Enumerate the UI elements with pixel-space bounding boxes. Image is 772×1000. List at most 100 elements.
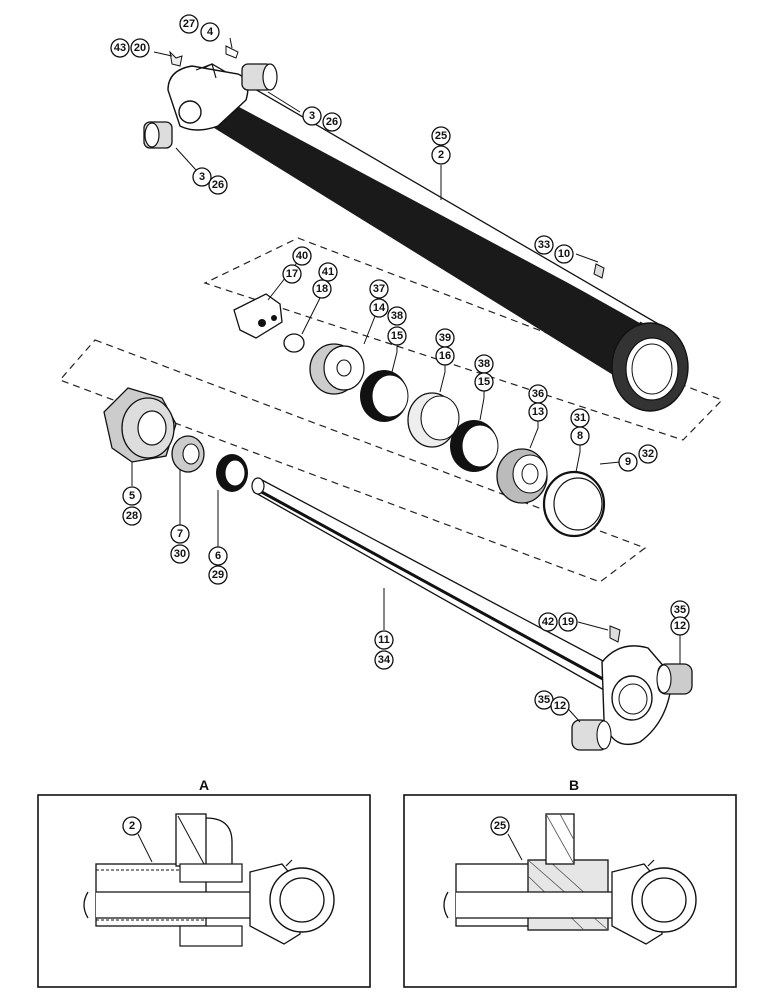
callout-42: 42 (538, 612, 558, 632)
svg-text:38: 38 (391, 310, 403, 322)
callout-40: 40 (292, 246, 312, 266)
svg-text:12: 12 (554, 700, 566, 712)
grease-fitting-20 (169, 50, 183, 67)
piston-rod-11 (251, 477, 673, 746)
callout-38-second: 38 (474, 354, 494, 374)
svg-text:28: 28 (126, 510, 138, 522)
svg-text:25: 25 (494, 820, 506, 832)
svg-text:43: 43 (114, 42, 126, 54)
callout-3-lower: 3 (192, 167, 212, 187)
svg-text:26: 26 (212, 179, 224, 191)
rod-seal-6 (216, 454, 248, 492)
svg-text:25: 25 (435, 130, 447, 142)
svg-text:37: 37 (373, 283, 385, 295)
wiper-7 (171, 435, 205, 473)
panel-a-callout: 2 (122, 816, 142, 836)
svg-text:10: 10 (558, 248, 570, 260)
svg-text:2: 2 (438, 149, 444, 161)
callout-34: 34 (374, 650, 394, 670)
callout-3-upper: 3 (302, 106, 322, 126)
callout-17: 17 (282, 264, 302, 284)
callout-28: 28 (122, 506, 142, 526)
svg-text:33: 33 (538, 239, 550, 251)
callout-25: 25 (431, 126, 451, 146)
svg-text:40: 40 (296, 250, 308, 262)
cylinder-barrel (167, 63, 689, 412)
svg-text:31: 31 (574, 412, 586, 424)
grease-fitting-10 (593, 263, 605, 279)
callout-2: 2 (431, 145, 451, 165)
svg-text:41: 41 (322, 266, 334, 278)
callout-36: 36 (528, 384, 548, 404)
seal-ring-15-second (450, 420, 499, 472)
washer-18 (283, 333, 305, 353)
seal-ring-15-first (360, 370, 409, 422)
wear-ring-16 (407, 392, 460, 448)
svg-text:9: 9 (625, 456, 631, 468)
svg-text:3: 3 (199, 171, 205, 183)
callout-10: 10 (554, 244, 574, 264)
svg-text:11: 11 (378, 634, 390, 646)
callout-13: 13 (528, 402, 548, 422)
svg-text:35: 35 (538, 694, 550, 706)
svg-text:15: 15 (391, 330, 403, 342)
svg-text:32: 32 (642, 448, 654, 460)
callout-11: 11 (374, 630, 394, 650)
detail-panel-b: 25 (403, 794, 737, 988)
svg-text:27: 27 (183, 18, 195, 30)
svg-text:38: 38 (478, 358, 490, 370)
callout-5: 5 (122, 486, 142, 506)
leader-lines (131, 37, 681, 723)
callout-26-lower: 26 (208, 175, 228, 195)
svg-text:15: 15 (478, 376, 490, 388)
svg-text:6: 6 (215, 550, 221, 562)
panel-b-callout: 25 (490, 816, 510, 836)
callout-39: 39 (435, 328, 455, 348)
svg-text:34: 34 (378, 654, 391, 666)
callout-12-left: 12 (550, 696, 570, 716)
svg-text:3: 3 (309, 110, 315, 122)
callout-14: 14 (369, 298, 389, 318)
callout-41: 41 (318, 262, 338, 282)
callout-30: 30 (170, 544, 190, 564)
svg-text:13: 13 (532, 406, 544, 418)
bushing-3-upper (241, 63, 278, 91)
callout-6: 6 (208, 546, 228, 566)
piston-14 (309, 343, 365, 395)
callout-9: 9 (618, 452, 638, 472)
callout-15-first: 15 (387, 326, 407, 346)
grease-fitting-19 (609, 625, 621, 643)
callout-29: 29 (208, 565, 228, 585)
callout-4: 4 (200, 22, 220, 42)
pin-4 (225, 45, 239, 59)
svg-text:16: 16 (439, 350, 451, 362)
bushing-12-left (571, 719, 612, 751)
svg-text:17: 17 (286, 268, 298, 280)
callout-26-upper: 26 (322, 112, 342, 132)
callout-43: 43 (110, 38, 130, 58)
svg-text:7: 7 (177, 528, 183, 540)
svg-text:8: 8 (577, 430, 583, 442)
check-valve-17 (233, 293, 283, 339)
callout-33: 33 (534, 235, 554, 255)
svg-text:12: 12 (674, 620, 686, 632)
piston-nut-13 (496, 448, 548, 504)
callout-27: 27 (179, 14, 199, 34)
callout-37: 37 (369, 279, 389, 299)
gland-5 (103, 387, 177, 463)
svg-text:4: 4 (207, 26, 214, 38)
svg-text:2: 2 (129, 820, 135, 832)
panel-b-letter: B (569, 777, 579, 793)
callout-16: 16 (435, 346, 455, 366)
callout-20: 20 (130, 38, 150, 58)
svg-text:5: 5 (129, 490, 135, 502)
bushing-12-right (656, 663, 693, 695)
svg-text:14: 14 (373, 302, 386, 314)
callout-7: 7 (170, 524, 190, 544)
svg-text:20: 20 (134, 42, 146, 54)
svg-text:29: 29 (212, 569, 224, 581)
callout-12-right: 12 (670, 616, 690, 636)
callout-8: 8 (570, 426, 590, 446)
callout-38-first: 38 (387, 306, 407, 326)
